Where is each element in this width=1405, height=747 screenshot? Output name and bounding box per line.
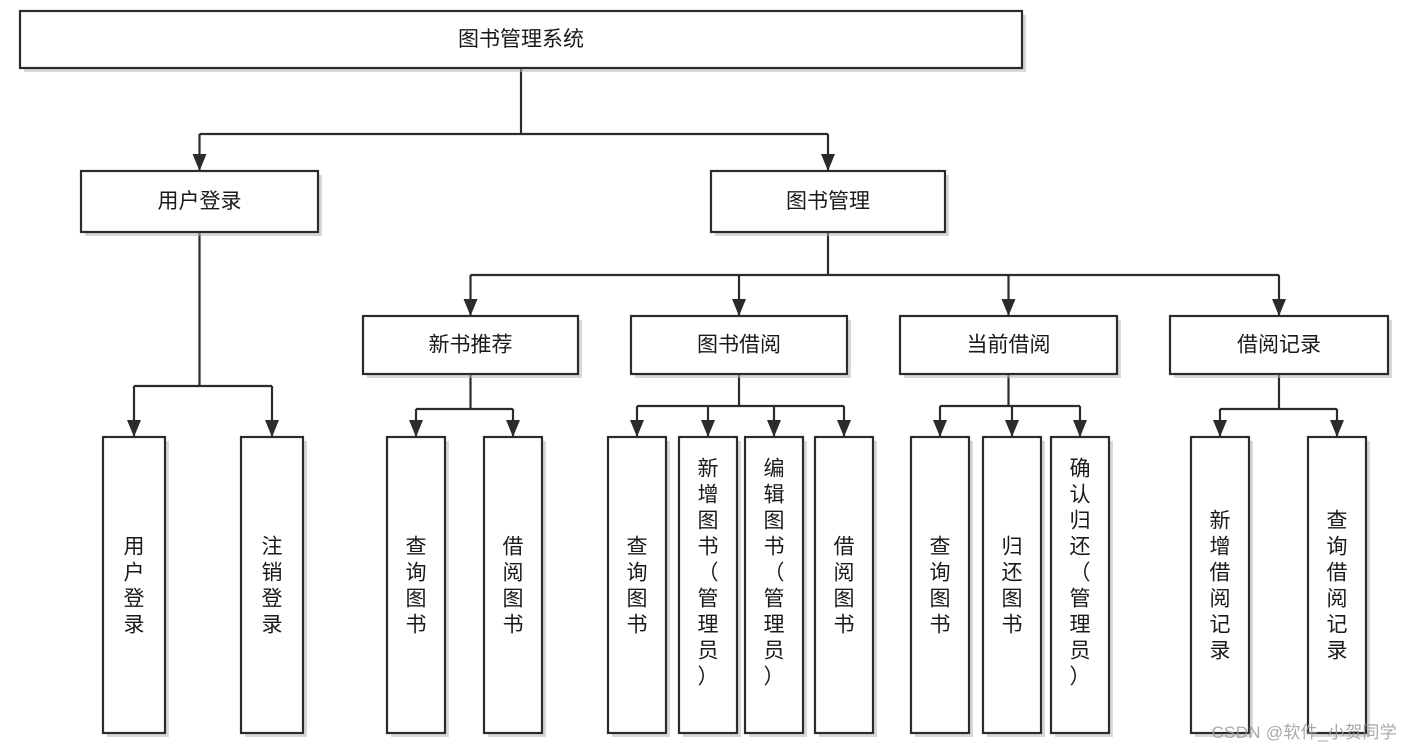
arrow-head-icon	[1005, 420, 1019, 437]
node-rect[interactable]	[239, 435, 305, 735]
arrow-head-icon	[701, 420, 715, 437]
node-leaf-return-book[interactable]: 归还图书	[981, 435, 1045, 737]
node-rect[interactable]	[606, 435, 668, 735]
watermark-text: CSDN @软件_小贺同学	[1211, 723, 1397, 742]
node-label: 确认归还（管理员）	[1070, 457, 1091, 688]
node-rect[interactable]	[361, 314, 580, 376]
arrow-head-icon	[1001, 299, 1016, 316]
node-label: 查询图书	[406, 535, 427, 636]
node-rect[interactable]	[385, 435, 447, 735]
node-label: 用户登录	[124, 535, 145, 636]
node-label: 图书管理	[786, 190, 870, 213]
node-label: 查询图书	[627, 535, 648, 636]
node-label: 新增图书（管理员）	[698, 457, 719, 688]
node-rect[interactable]	[813, 435, 875, 735]
node-label: 查询图书	[930, 535, 951, 636]
node-leaf-query-book-current[interactable]: 查询图书	[909, 435, 973, 737]
arrow-head-icon	[265, 420, 279, 437]
node-label: 借阅图书	[834, 535, 855, 636]
node-leaf-add-book-admin[interactable]: 新增图书（管理员）	[677, 435, 741, 737]
node-borrow-record[interactable]: 借阅记录	[1168, 314, 1392, 378]
node-label: 借阅图书	[503, 535, 524, 636]
node-label: 归还图书	[1002, 535, 1023, 636]
node-leaf-edit-book-admin[interactable]: 编辑图书（管理员）	[743, 435, 807, 737]
node-leaf-borrow-book-rec[interactable]: 借阅图书	[482, 435, 546, 737]
node-leaf-query-book-borrow[interactable]: 查询图书	[606, 435, 670, 737]
node-label: 图书管理系统	[458, 28, 584, 51]
node-rect[interactable]	[909, 435, 971, 735]
arrow-head-icon	[192, 154, 207, 171]
node-new-book-rec[interactable]: 新书推荐	[361, 314, 582, 378]
node-root[interactable]: 图书管理系统	[18, 9, 1026, 72]
node-label: 编辑图书（管理员）	[764, 457, 785, 688]
node-label: 图书借阅	[697, 334, 781, 357]
node-rect[interactable]	[101, 435, 167, 735]
node-label: 借阅记录	[1237, 334, 1321, 357]
node-label: 用户登录	[158, 190, 242, 213]
node-user-login[interactable]: 用户登录	[79, 169, 322, 236]
node-label: 查询借阅记录	[1327, 509, 1348, 662]
node-label: 新增借阅记录	[1210, 509, 1231, 662]
node-leaf-borrow-book[interactable]: 借阅图书	[813, 435, 877, 737]
arrow-head-icon	[1330, 420, 1344, 437]
node-rect[interactable]	[1049, 435, 1111, 735]
node-rect[interactable]	[629, 314, 849, 376]
node-rect[interactable]	[709, 169, 947, 234]
node-rect[interactable]	[79, 169, 320, 234]
node-rect[interactable]	[482, 435, 544, 735]
connector-layer	[127, 68, 1344, 437]
node-rect[interactable]	[743, 435, 805, 735]
arrow-head-icon	[933, 420, 947, 437]
arrow-head-icon	[1213, 420, 1227, 437]
node-label: 注销登录	[262, 535, 283, 636]
node-leaf-query-book-rec[interactable]: 查询图书	[385, 435, 449, 737]
node-rect[interactable]	[981, 435, 1043, 735]
node-current-borrow[interactable]: 当前借阅	[898, 314, 1121, 378]
node-leaf-add-borrow-record[interactable]: 新增借阅记录	[1189, 435, 1253, 737]
arrow-head-icon	[1272, 299, 1286, 316]
node-rect[interactable]	[1306, 435, 1368, 735]
arrow-head-icon	[837, 420, 851, 437]
node-leaf-user-login[interactable]: 用户登录	[101, 435, 169, 737]
node-label: 新书推荐	[429, 334, 513, 357]
node-rect[interactable]	[677, 435, 739, 735]
node-rect[interactable]	[18, 9, 1024, 70]
node-rect[interactable]	[1168, 314, 1390, 376]
arrow-head-icon	[463, 299, 478, 316]
arrow-head-icon	[1073, 420, 1087, 437]
node-book-borrow[interactable]: 图书借阅	[629, 314, 851, 378]
arrow-head-icon	[630, 420, 644, 437]
arrow-head-icon	[127, 420, 141, 437]
arrow-head-icon	[821, 154, 835, 171]
node-layer: 图书管理系统用户登录图书管理新书推荐图书借阅当前借阅借阅记录用户登录注销登录查询…	[18, 9, 1392, 737]
node-label: 当前借阅	[967, 334, 1051, 357]
arrow-head-icon	[767, 420, 781, 437]
node-leaf-confirm-return-admin[interactable]: 确认归还（管理员）	[1049, 435, 1113, 737]
node-book-manage[interactable]: 图书管理	[709, 169, 949, 236]
node-rect[interactable]	[898, 314, 1119, 376]
arrow-head-icon	[732, 299, 746, 316]
node-leaf-logout-login[interactable]: 注销登录	[239, 435, 307, 737]
node-leaf-query-borrow-record[interactable]: 查询借阅记录	[1306, 435, 1370, 737]
arrow-head-icon	[506, 420, 520, 437]
node-rect[interactable]	[1189, 435, 1251, 735]
arrow-head-icon	[409, 420, 423, 437]
